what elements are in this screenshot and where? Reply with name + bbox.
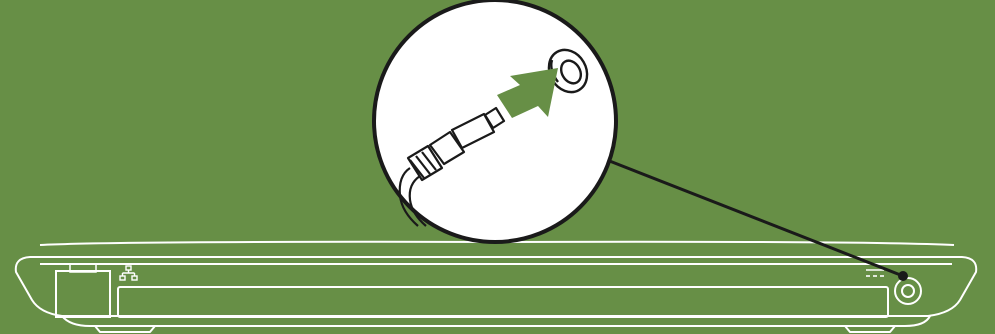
ac-adapter-connector[interactable] (894, 277, 922, 305)
connector-outer-ring (894, 277, 922, 305)
plug-barrel (450, 112, 496, 150)
callout-leader-line (606, 158, 904, 278)
ac-adapter-plug (398, 106, 506, 227)
rear-panel-recess (117, 286, 889, 318)
connector-inner-ring (901, 284, 915, 298)
network-icon (119, 265, 138, 281)
right-foot (844, 325, 896, 333)
left-foot (94, 325, 156, 333)
ethernet-port-opening (55, 270, 111, 318)
magnified-callout (372, 0, 618, 244)
ethernet-port[interactable] (55, 263, 111, 318)
dc-power-icon (866, 269, 884, 277)
insert-arrow-icon (497, 68, 558, 118)
plug-sleeve (428, 130, 466, 166)
cable (398, 167, 419, 227)
ethernet-port-tab (69, 263, 97, 273)
laptop-rear-view (14, 240, 978, 333)
cable-edge (408, 175, 427, 227)
laptop-lower-lip (61, 315, 931, 327)
leader-anchor-dot (898, 271, 908, 281)
plug-boot (406, 144, 444, 182)
callout-circle (372, 0, 618, 244)
laptop-body-outline (14, 256, 978, 317)
